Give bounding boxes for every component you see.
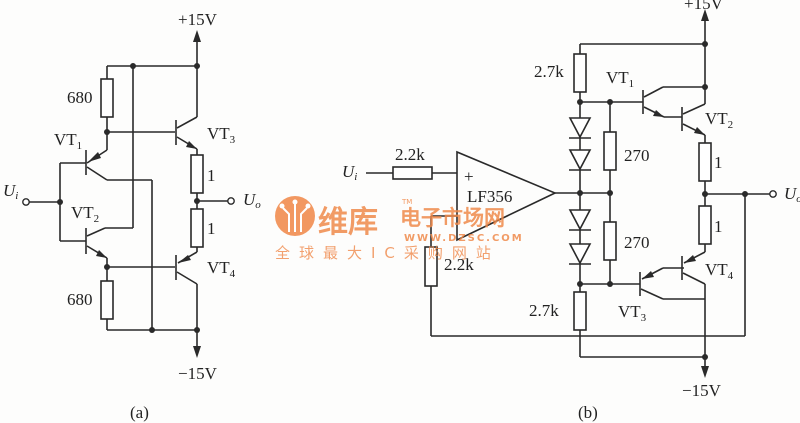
b-vt4-label: VT4 bbox=[705, 260, 734, 282]
watermark: 维库 TM 电子市场网 WWW.DZSC.COM 全球最大IC采购网站 bbox=[275, 196, 524, 262]
a-vminus-arrow-icon bbox=[193, 346, 201, 358]
b-r270-top-label: 270 bbox=[624, 146, 650, 165]
b-vminus-label: −15V bbox=[682, 381, 722, 400]
b-caption: (b) bbox=[578, 403, 598, 422]
b-vt4-transistor bbox=[663, 251, 706, 357]
a-input-terminal[interactable] bbox=[22, 198, 30, 206]
b-vt2-label: VT2 bbox=[705, 109, 733, 131]
a-vt2-transistor bbox=[60, 227, 108, 267]
a-resistor-1-bottom bbox=[190, 208, 204, 248]
b-output-terminal[interactable] bbox=[769, 190, 777, 198]
b-resistor-2k7-top bbox=[573, 53, 587, 93]
a-vt4-transistor bbox=[175, 251, 198, 330]
a-vt1-label: VT1 bbox=[54, 130, 82, 152]
b-opamp-triangle bbox=[456, 150, 557, 242]
b-r-fb-label: 2.2k bbox=[444, 255, 474, 274]
a-node bbox=[149, 327, 155, 333]
b-resistor-270-bottom bbox=[603, 221, 617, 261]
circuit-a: +15V −15V 680 680 1 1 VT1 VT2 VT3 VT4 Ui… bbox=[3, 10, 261, 422]
b-vt3-label: VT3 bbox=[618, 302, 647, 324]
b-opamp-plus: + bbox=[464, 167, 474, 186]
b-r2k7-top-label: 2.7k bbox=[534, 62, 564, 81]
b-r1-bottom-label: 1 bbox=[714, 217, 723, 236]
b-node bbox=[742, 191, 748, 197]
a-r680-bottom-label: 680 bbox=[67, 290, 93, 309]
watermark-brand: 维库 bbox=[318, 205, 378, 240]
b-opamp: + LF356 bbox=[456, 150, 557, 242]
b-output-label: Uo bbox=[784, 184, 800, 205]
a-resistor-680-bottom bbox=[100, 280, 114, 320]
b-vt3-transistor bbox=[639, 267, 705, 300]
a-vt2-label: VT2 bbox=[71, 203, 99, 225]
a-output-terminal[interactable] bbox=[227, 197, 235, 205]
a-input-label: Ui bbox=[3, 181, 18, 202]
b-r270-bottom-label: 270 bbox=[624, 233, 650, 252]
b-diode-string bbox=[568, 102, 592, 284]
a-r1-bottom-label: 1 bbox=[207, 219, 216, 238]
b-r2k7-bottom-label: 2.7k bbox=[529, 301, 559, 320]
watermark-tm: TM bbox=[401, 198, 412, 206]
watermark-logo-icon bbox=[275, 196, 315, 236]
b-resistor-1-bottom bbox=[698, 205, 712, 245]
b-vt1-transistor bbox=[642, 86, 705, 118]
a-vplus-arrow-icon bbox=[193, 30, 201, 42]
b-r1-top-label: 1 bbox=[714, 153, 723, 172]
b-diode-2 bbox=[568, 149, 592, 171]
b-resistor-270-top bbox=[603, 131, 617, 171]
b-vminus-arrow-icon bbox=[701, 366, 709, 378]
b-resistor-1-top bbox=[698, 142, 712, 182]
a-vt4-label: VT4 bbox=[207, 258, 236, 280]
b-diode-1 bbox=[568, 117, 592, 139]
b-vt1-label: VT1 bbox=[606, 68, 634, 90]
b-opamp-name: LF356 bbox=[467, 187, 512, 206]
a-vminus-label: −15V bbox=[178, 364, 218, 383]
watermark-title: 电子市场网 bbox=[400, 206, 505, 230]
b-resistor-2k7-bottom bbox=[573, 291, 587, 331]
circuit-b: Ui 2.2k + LF356 2.2k +15V bbox=[342, 0, 800, 422]
a-resistor-1-top bbox=[190, 154, 204, 194]
a-caption: (a) bbox=[130, 403, 149, 422]
watermark-url: WWW.DZSC.COM bbox=[404, 233, 524, 244]
b-vt2-transistor bbox=[681, 103, 706, 143]
a-r680-top-label: 680 bbox=[67, 88, 93, 107]
b-vplus-label: +15V bbox=[684, 0, 724, 13]
b-r-in-label: 2.2k bbox=[395, 145, 425, 164]
watermark-slogan: 全球最大IC采购网站 bbox=[275, 244, 500, 262]
a-vplus-label: +15V bbox=[178, 10, 218, 29]
b-diode-3 bbox=[568, 209, 592, 231]
a-vt1-transistor bbox=[60, 132, 153, 330]
a-r1-top-label: 1 bbox=[207, 166, 216, 185]
a-vt3-label: VT3 bbox=[207, 124, 236, 146]
a-vt3-transistor bbox=[175, 66, 198, 155]
b-vplus-arrow-icon bbox=[701, 9, 709, 21]
a-resistor-680-top bbox=[100, 78, 114, 118]
b-input-label: Ui bbox=[342, 162, 357, 183]
a-output-label: Uo bbox=[243, 190, 261, 211]
b-resistor-2k2-input bbox=[392, 166, 433, 180]
b-diode-4 bbox=[568, 243, 592, 265]
